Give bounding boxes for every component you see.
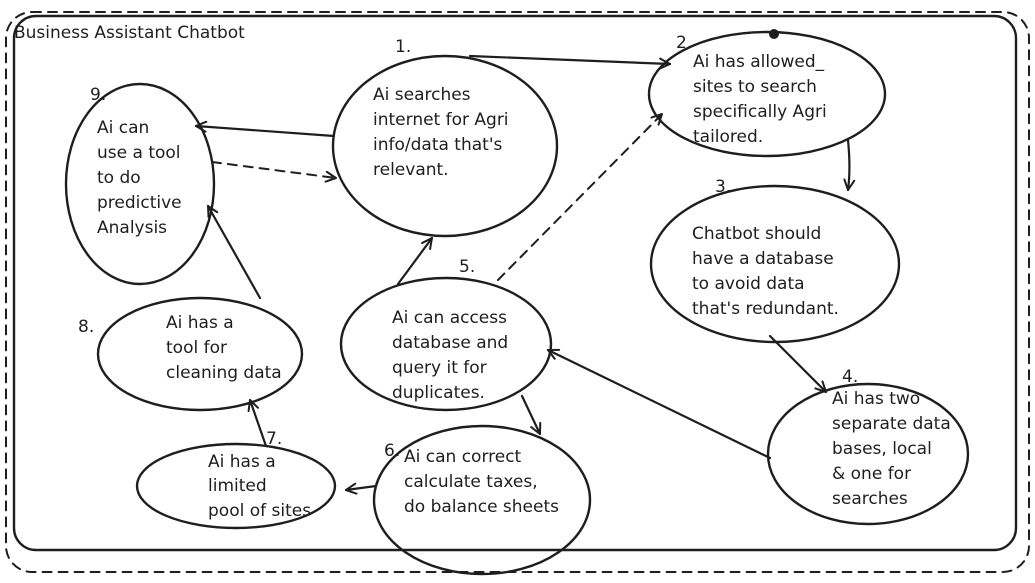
node-1-line-2: internet for Agri bbox=[373, 110, 509, 130]
node-8-line-3: cleaning data bbox=[166, 363, 282, 383]
node-3-line-2: have a database bbox=[692, 249, 834, 269]
edge-5-to-6 bbox=[520, 394, 542, 436]
node-9-line-2: use a tool bbox=[97, 143, 181, 163]
node-4-number: 4. bbox=[842, 367, 858, 387]
node-2-line-3: specifically Agri bbox=[693, 102, 827, 122]
node-8-line-2: tool for bbox=[166, 338, 227, 358]
edge-6-to-7 bbox=[344, 482, 378, 495]
node-6-line-3: do balance sheets bbox=[404, 497, 559, 517]
node-9-line-4: predictive bbox=[97, 193, 182, 213]
edge-1-to-9 bbox=[194, 120, 336, 138]
node-1-number: 1. bbox=[395, 37, 411, 57]
outer-frame-solid bbox=[12, 14, 1018, 552]
edge-4-to-5 bbox=[546, 348, 772, 460]
node-7-line-3: pool of sites bbox=[208, 501, 311, 521]
node-2: 2. Ai has allowed_ sites to search speci… bbox=[647, 29, 887, 158]
edge-3-to-4 bbox=[768, 334, 828, 394]
node-2-line-1: Ai has allowed_ bbox=[693, 52, 825, 72]
node-3-line-3: to avoid data bbox=[692, 274, 805, 294]
node-9-number: 9. bbox=[90, 85, 106, 105]
node-6-number: 6. bbox=[384, 441, 400, 461]
node-6-line-1: Ai can correct bbox=[404, 447, 522, 467]
node-9-line-1: Ai can bbox=[97, 118, 149, 138]
node-7-line-1: Ai has a bbox=[208, 452, 276, 472]
node-2-line-4: tailored. bbox=[693, 127, 763, 147]
node-4: 4. Ai has two separate data bases, local… bbox=[766, 367, 970, 526]
node-5-number: 5. bbox=[459, 257, 475, 277]
edge-5-to-2-dashed bbox=[497, 113, 663, 281]
node-3-line-1: Chatbot should bbox=[692, 224, 821, 244]
node-7: 7. Ai has a limited pool of sites bbox=[135, 429, 337, 530]
node-9-line-5: Analysis bbox=[97, 218, 167, 238]
node-1-line-1: Ai searches bbox=[373, 85, 471, 105]
node-2-line-2: sites to search bbox=[693, 77, 817, 97]
node-2-handle bbox=[769, 29, 779, 39]
node-9-line-3: to do bbox=[97, 168, 141, 188]
node-4-line-3: bases, local bbox=[832, 439, 932, 459]
node-5-line-3: query it for bbox=[392, 358, 487, 378]
edge-7-to-8 bbox=[247, 398, 268, 448]
node-3: 3. Chatbot should have a database to avo… bbox=[649, 177, 901, 344]
node-6: 6. Ai can correct calculate taxes, do ba… bbox=[372, 424, 592, 576]
node-7-number: 7. bbox=[266, 429, 282, 449]
node-3-line-4: that's redundant. bbox=[692, 299, 839, 319]
node-5: 5. Ai can access database and query it f… bbox=[339, 257, 553, 412]
node-1-line-3: info/data that's bbox=[373, 135, 503, 155]
node-4-line-5: searches bbox=[832, 489, 908, 509]
node-6-line-2: calculate taxes, bbox=[404, 472, 538, 492]
node-8: 8. Ai has a tool for cleaning data bbox=[78, 296, 304, 412]
node-7-line-2: limited bbox=[208, 476, 267, 496]
node-8-number: 8. bbox=[78, 317, 94, 337]
node-1: 1. Ai searches internet for Agri info/da… bbox=[331, 37, 559, 238]
node-5-line-1: Ai can access bbox=[392, 308, 507, 328]
node-5-line-4: duplicates. bbox=[392, 383, 485, 403]
node-5-line-2: database and bbox=[392, 333, 508, 353]
node-2-number: 2. bbox=[676, 33, 692, 53]
node-8-line-1: Ai has a bbox=[166, 313, 234, 333]
node-1-line-4: relevant. bbox=[373, 160, 449, 180]
edge-1-to-2 bbox=[468, 54, 672, 70]
outer-frame-dashed bbox=[5, 11, 1030, 573]
edge-2-to-3 bbox=[843, 138, 856, 192]
diagram-title: Business Assistant Chatbot bbox=[14, 23, 245, 43]
node-4-line-1: Ai has two bbox=[832, 389, 920, 409]
edge-8-to-9 bbox=[206, 204, 262, 300]
node-9: 9. Ai can use a tool to do predictive An… bbox=[64, 82, 216, 286]
edge-9-to-1-dashed bbox=[211, 161, 337, 183]
node-4-line-4: & one for bbox=[832, 464, 911, 484]
node-3-number: 3. bbox=[715, 177, 731, 197]
edge-5-to-1 bbox=[396, 236, 434, 286]
node-4-line-2: separate data bbox=[832, 414, 951, 434]
